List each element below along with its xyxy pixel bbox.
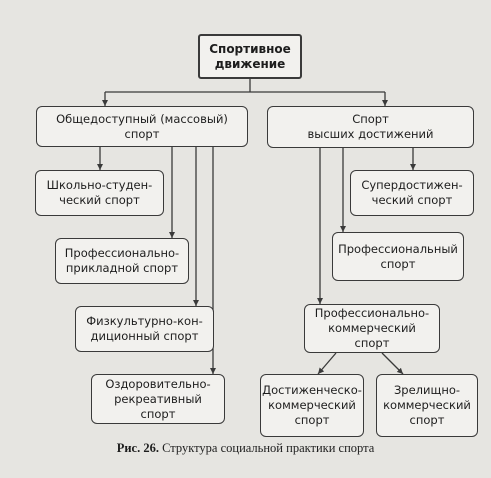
node-sport-movement: Спортивное движение <box>198 34 302 79</box>
node-health-recreational-sport: Оздоровительно- рекреативный спорт <box>91 374 225 424</box>
node-elite-sport: Спорт высших достижений <box>267 106 474 148</box>
edge-pc-to-spectacle <box>381 352 404 375</box>
node-professional-sport: Профессиональный спорт <box>332 232 464 281</box>
node-fitness-conditioning-sport: Физкультурно-кон- диционный спорт <box>75 306 214 352</box>
node-professional-applied-sport: Профессионально- прикладной спорт <box>55 238 189 284</box>
figure-caption: Рис. 26. Структура социальной практики с… <box>0 441 491 456</box>
node-mass-sport: Общедоступный (массовый) спорт <box>36 106 248 147</box>
figure-caption-text: Структура социальной практики спорта <box>162 441 375 455</box>
node-school-student-sport: Школьно-студен- ческий спорт <box>35 170 164 216</box>
node-spectacle-commercial-sport: Зрелищно- коммерческий спорт <box>376 374 478 437</box>
edge-pc-to-achievement <box>317 352 337 375</box>
node-professional-commercial-sport: Профессионально- коммерческий спорт <box>304 304 440 353</box>
node-achievement-commercial-sport: Достиженческо- коммерческий спорт <box>260 374 364 437</box>
figure-caption-label: Рис. 26. <box>116 441 159 455</box>
node-super-achievement-sport: Супердостижен- ческий спорт <box>350 170 474 216</box>
